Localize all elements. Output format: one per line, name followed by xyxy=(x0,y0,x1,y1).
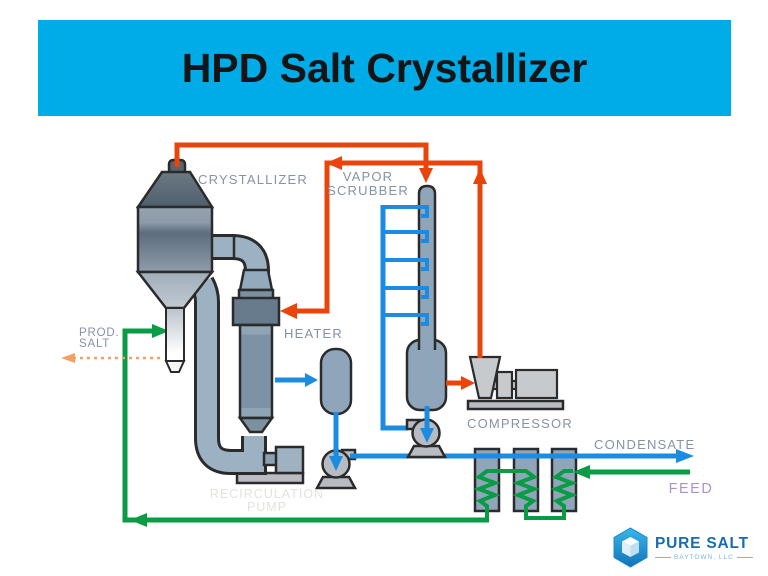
title-banner: HPD Salt Crystallizer xyxy=(38,20,731,116)
feed-arrow-icon xyxy=(573,465,590,479)
heater-vapor-box xyxy=(231,296,281,327)
heater-label: HEATER xyxy=(284,326,343,341)
feed-coil-path xyxy=(473,469,578,520)
scrubber-spray-riser xyxy=(380,205,408,431)
feed-label: FEED xyxy=(669,481,714,497)
feed-to-crystallizer-arrow-icon xyxy=(152,324,169,338)
vapor-lines xyxy=(174,142,487,390)
leg-tip xyxy=(164,360,186,373)
recirculation-pump-label-1: RECIRCULATION xyxy=(210,487,324,501)
heater-vessel xyxy=(231,268,281,434)
vapor-scrubber xyxy=(380,184,448,459)
product-salt-line xyxy=(61,353,160,363)
vapor-scrubber-label-1: VAPOR xyxy=(343,169,394,184)
vapor-scrubber-label-2: SCRUBBER xyxy=(327,183,409,198)
logo-name: PURE SALT xyxy=(655,534,749,552)
logo-rule-right xyxy=(736,556,753,558)
heater-shell xyxy=(238,323,274,420)
compressor-cone xyxy=(468,355,502,400)
feed-flow-arrow-icon xyxy=(130,513,147,527)
heater-inlet-cone xyxy=(238,268,274,292)
vapor-left-arrow-icon xyxy=(326,156,342,170)
pump-base-plate xyxy=(235,471,305,485)
compressor-unit xyxy=(466,355,565,411)
heater-shell-cap-top xyxy=(241,326,271,335)
elutriation-leg xyxy=(165,307,185,362)
logo-hexagon-icon xyxy=(613,527,648,568)
feed-line xyxy=(122,324,690,527)
scrubber-pump-arrow-icon xyxy=(420,428,434,443)
scrubber-bottom-vessel xyxy=(405,338,448,412)
product-arrow-icon xyxy=(61,353,75,363)
company-logo: PURE SALT BAYTOWN, LLC xyxy=(612,527,753,568)
downcomer-pipe xyxy=(193,278,264,472)
condensate-pot xyxy=(319,347,353,416)
riser-up-arrow-icon xyxy=(473,168,487,184)
spray-nozzle-1 xyxy=(383,205,429,218)
logo-rule-left xyxy=(655,556,671,558)
spray-nozzle-5 xyxy=(383,313,429,326)
spray-nozzle-2 xyxy=(383,230,429,243)
compressor-base xyxy=(466,399,565,411)
prod-salt-label-1: PROD. xyxy=(79,327,119,339)
logo-subtitle: BAYTOWN, LLC xyxy=(674,553,734,561)
compressor-label: COMPRESSOR xyxy=(467,416,573,431)
crystallizer-vessel xyxy=(135,158,215,373)
condensate-arrow-icon xyxy=(305,373,318,387)
feed-return-line xyxy=(122,328,489,523)
condensate-outlet-arrow-icon xyxy=(676,449,694,463)
heater-inlet-arrow-icon xyxy=(280,303,297,319)
slide-title: HPD Salt Crystallizer xyxy=(181,44,588,91)
heater-bottom-cone xyxy=(237,416,275,434)
pump-inlet-arrow-icon xyxy=(329,456,343,471)
spray-nozzle-3 xyxy=(383,258,429,271)
crystallizer-body xyxy=(136,205,214,274)
recirculation-pump-motor xyxy=(274,445,305,475)
recirculation-pump-label-2: PUMP xyxy=(247,500,287,514)
compressor-motor xyxy=(514,368,559,400)
crystallizer-label: CRYSTALLIZER xyxy=(198,172,308,187)
condensate-system xyxy=(275,347,694,490)
spray-nozzle-4 xyxy=(383,286,429,299)
prod-salt-label-2: SALT xyxy=(79,338,110,350)
vapor-to-scrubber-arrow-icon xyxy=(419,168,433,183)
compressor-gearbox xyxy=(495,370,514,400)
crystallizer-vapor-line xyxy=(174,142,429,170)
condensate-label: CONDENSATE xyxy=(594,437,695,452)
heater-shell-cap-bottom xyxy=(241,408,271,417)
compressor-inlet-arrow-icon xyxy=(461,376,475,390)
